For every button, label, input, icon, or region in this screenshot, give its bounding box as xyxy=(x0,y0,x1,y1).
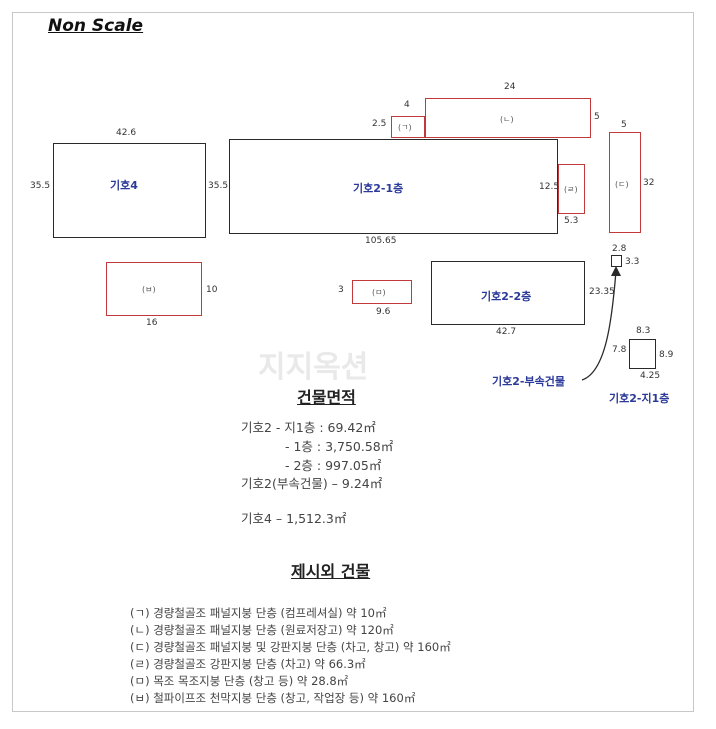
area-line: - 2층 : 997.05㎡ xyxy=(285,458,382,473)
annex-label: 기호2-부속건물 xyxy=(492,375,565,388)
outbuilding-d xyxy=(609,132,641,233)
annex-height: 3.3 xyxy=(625,257,640,267)
building-2-1f-height: 35.5 xyxy=(208,181,229,191)
outbuilding-r xyxy=(558,164,585,214)
basement-label: 기호2-지1층 xyxy=(609,392,670,405)
outbuilding-m-bottom: 9.6 xyxy=(376,307,391,317)
extra-building-line: (ㅂ) 철파이프조 천막지붕 단층 (창고, 작업장 등) 약 160㎡ xyxy=(130,691,416,705)
building-4-label: 기호4 xyxy=(110,179,138,192)
extra-building-line: (ㄷ) 경량철골조 패널지붕 및 강판지붕 단층 (차고, 창고) 약 160㎡ xyxy=(130,640,451,654)
outbuilding-g-symbol: (ㄱ) xyxy=(398,123,412,132)
outbuilding-b xyxy=(106,262,202,316)
figure-frame xyxy=(12,12,694,712)
building-4-height: 35.5 xyxy=(30,181,51,191)
area-line: 기호2(부속건물) – 9.24㎡ xyxy=(241,476,383,491)
outbuilding-b-right: 10 xyxy=(206,285,218,295)
outbuilding-r-bottom: 5.3 xyxy=(564,216,579,226)
area-line: 기호2 - 지1층 : 69.42㎡ xyxy=(241,420,376,435)
outbuilding-g-left: 2.5 xyxy=(372,119,387,129)
outbuilding-m-left: 3 xyxy=(338,285,344,295)
outbuilding-b-bottom: 16 xyxy=(146,318,158,328)
annex-building xyxy=(611,255,622,267)
outbuilding-n xyxy=(425,98,591,138)
outbuilding-r-left: 12.5 xyxy=(539,182,560,192)
outbuilding-d-top: 5 xyxy=(621,120,627,130)
area-line: - 1층 : 3,750.58㎡ xyxy=(285,439,394,454)
building-2-2f-label: 기호2-2층 xyxy=(481,290,532,303)
outbuilding-d-right: 32 xyxy=(643,178,655,188)
building-2-1f-label: 기호2-1층 xyxy=(353,182,404,195)
extra-building-line: (ㄴ) 경량철골조 패널지붕 단층 (원료저장고) 약 120㎡ xyxy=(130,623,394,637)
non-scale-title: Non Scale xyxy=(48,16,144,36)
building-2-2f-height: 23.35 xyxy=(589,287,615,297)
building-4-width: 42.6 xyxy=(116,128,137,138)
outbuilding-g-top: 4 xyxy=(404,100,410,110)
extra-buildings-title: 제시외 건물 xyxy=(291,562,371,581)
extra-building-line: (ㄹ) 경량철골조 강판지붕 단층 (차고) 약 66.3㎡ xyxy=(130,657,366,671)
basement-right: 8.9 xyxy=(659,350,674,360)
outbuilding-m-symbol: (ㅁ) xyxy=(372,288,386,297)
outbuilding-r-symbol: (ㄹ) xyxy=(564,185,578,194)
extra-building-line: (ㄱ) 경량철골조 패널지붕 단층 (컴프레셔실) 약 10㎡ xyxy=(130,606,387,620)
building-2-2f xyxy=(431,261,585,325)
outbuilding-n-top: 24 xyxy=(504,82,516,92)
annex-width: 2.8 xyxy=(612,244,627,254)
basement-bottom: 4.25 xyxy=(640,371,661,381)
area-line: 기호4 – 1,512.3㎡ xyxy=(241,511,347,526)
building-4 xyxy=(53,143,206,238)
area-title: 건물면적 xyxy=(297,388,356,407)
basement-left: 7.8 xyxy=(612,345,627,355)
building-2-2f-width: 42.7 xyxy=(496,327,517,337)
outbuilding-n-right: 5 xyxy=(594,112,600,122)
basement-building xyxy=(629,339,656,369)
basement-top: 8.3 xyxy=(636,326,651,336)
outbuilding-n-symbol: (ㄴ) xyxy=(500,115,514,124)
extra-building-line: (ㅁ) 목조 목조지붕 단층 (창고 등) 약 28.8㎡ xyxy=(130,674,349,688)
outbuilding-b-symbol: (ㅂ) xyxy=(142,285,156,294)
outbuilding-m xyxy=(352,280,412,304)
watermark-text: 지지옥션 xyxy=(258,350,369,385)
building-2-1f xyxy=(229,139,558,234)
outbuilding-d-symbol: (ㄷ) xyxy=(615,180,629,189)
outbuilding-g xyxy=(391,116,425,138)
building-2-1f-width: 105.65 xyxy=(365,236,397,246)
